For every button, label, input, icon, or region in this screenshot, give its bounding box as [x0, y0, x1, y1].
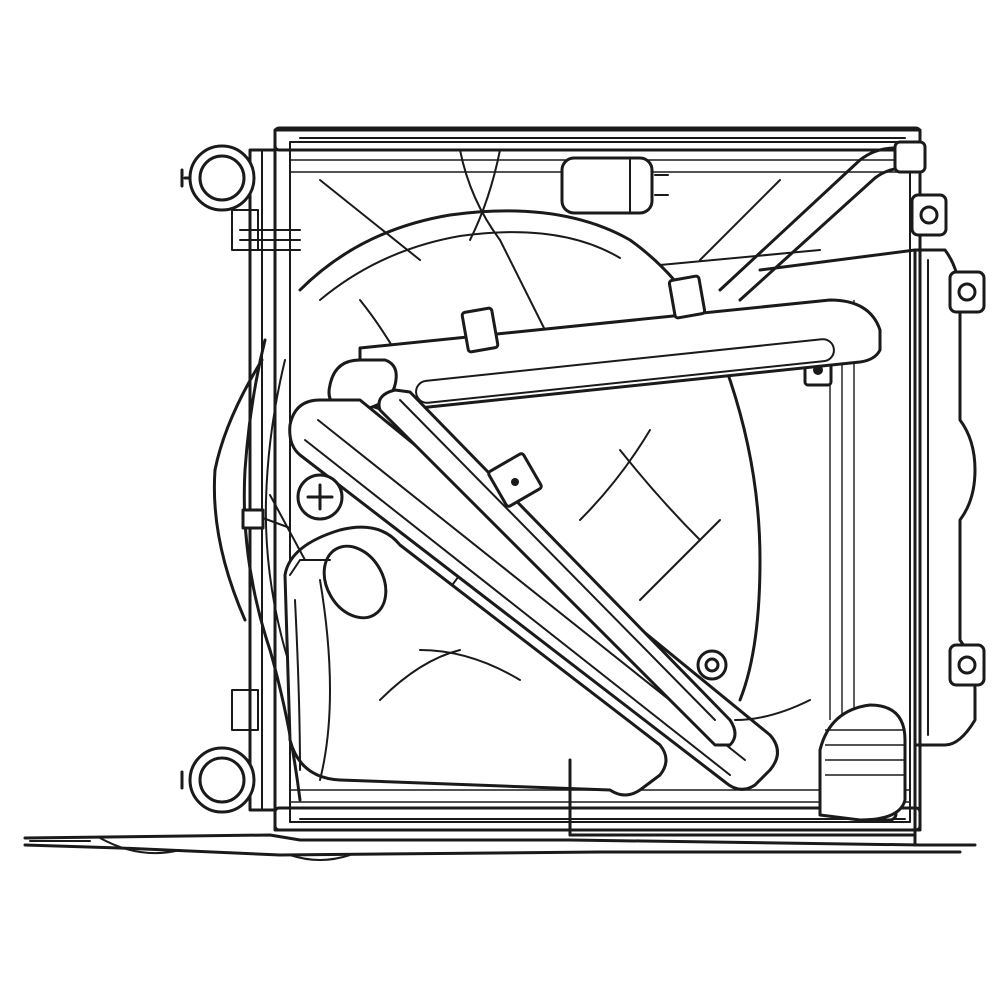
- intake-duct: [241, 494, 668, 797]
- overflow-tube: [718, 140, 927, 302]
- bottom-tank: [273, 806, 922, 832]
- left-side-tank: [231, 148, 301, 812]
- side-bracket: [568, 248, 917, 847]
- lower-hose-outlet: [180, 746, 256, 814]
- lower-right-cutout: [818, 703, 907, 822]
- top-tank: [273, 126, 922, 152]
- base-plate: [23, 833, 977, 861]
- upper-hose-inlet: [180, 144, 256, 212]
- fan-motor: [296, 473, 344, 521]
- cross-brace: [288, 274, 882, 791]
- coolant-reservoir-cap: [560, 156, 669, 215]
